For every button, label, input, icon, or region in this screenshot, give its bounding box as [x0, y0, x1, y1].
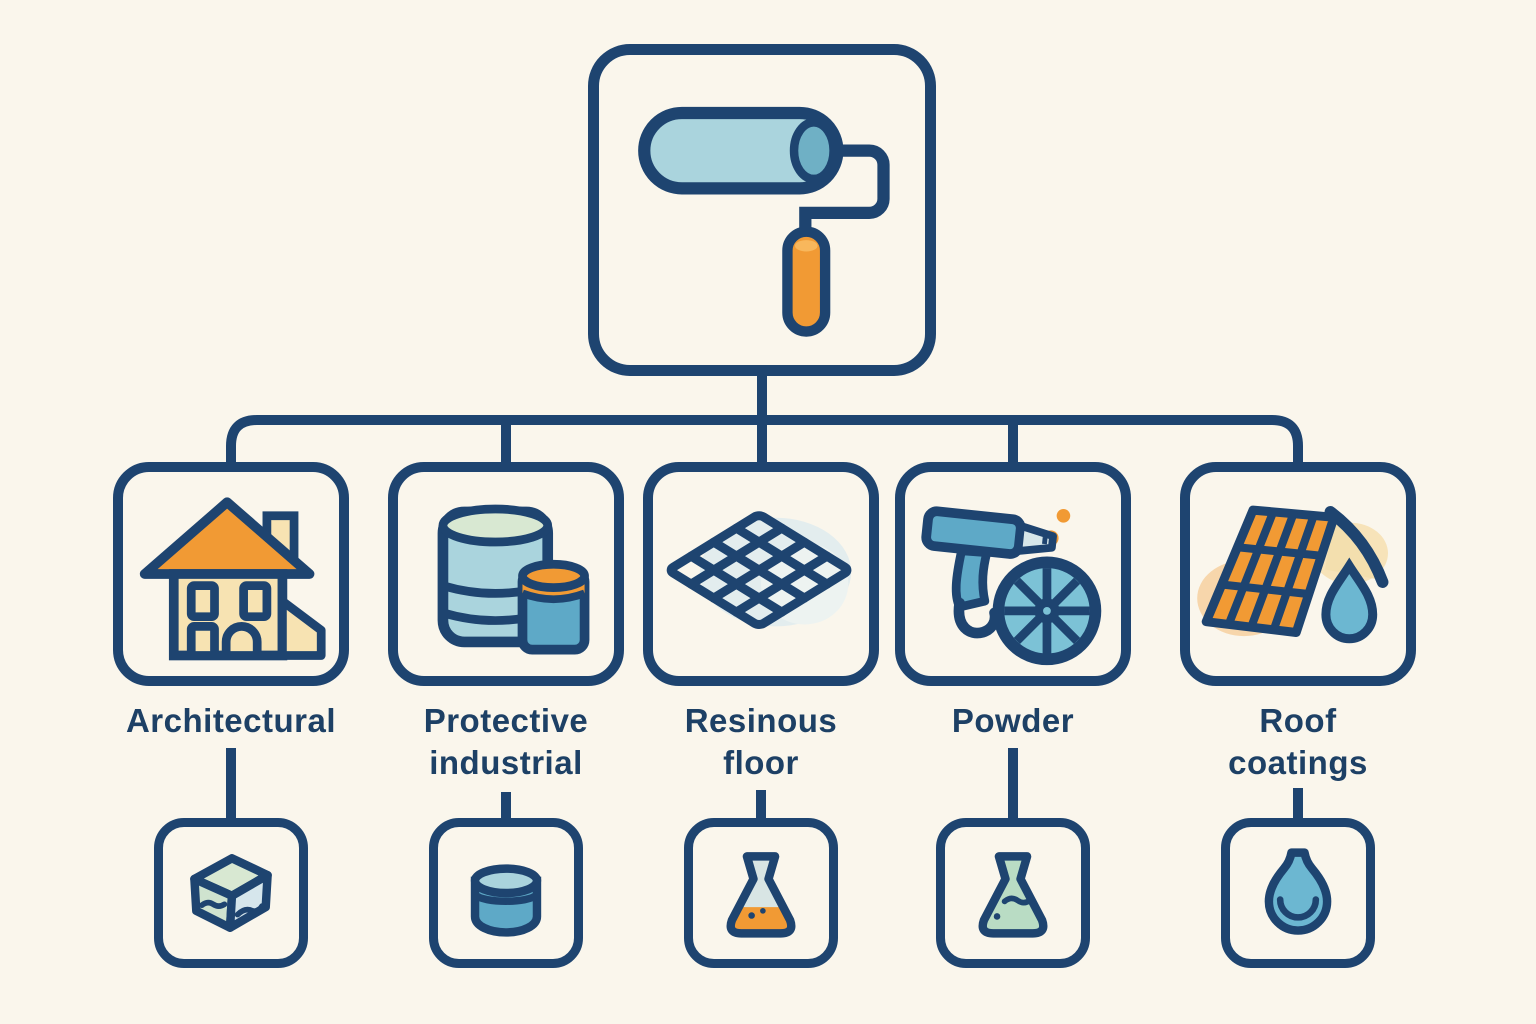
- flask-orange-icon: [726, 852, 796, 938]
- subnode-brick: [154, 818, 308, 968]
- industrial-drums-icon: [437, 504, 590, 655]
- node-architectural: [113, 462, 349, 686]
- spray-gun-wheel-icon: [921, 506, 1102, 666]
- node-label-roof-coatings: Roof coatings: [1228, 702, 1368, 782]
- node-label-architectural: Architectural: [125, 702, 337, 739]
- node-root-paint: [588, 44, 936, 376]
- node-label-protective-industrial: Protective industrial: [423, 702, 589, 782]
- brick-block-icon: [190, 854, 272, 932]
- water-drop-icon: [1264, 848, 1332, 935]
- node-label-resinous-floor: Resinous floor: [684, 702, 838, 782]
- tile-floor-icon: [659, 477, 863, 671]
- subnode-flask-green: [936, 818, 1090, 968]
- node-label-powder: Powder: [951, 702, 1075, 739]
- roof-water-drop-icon: [1197, 505, 1389, 644]
- node-roof-coatings: [1180, 462, 1416, 686]
- connector-bus: [226, 415, 1303, 466]
- paint-roller-icon: [638, 106, 890, 337]
- subnode-flask-orange: [684, 818, 838, 968]
- subnode-water-drop: [1221, 818, 1375, 968]
- paint-tub-icon: [470, 864, 542, 937]
- node-resinous-floor: [643, 462, 879, 686]
- node-powder: [895, 462, 1131, 686]
- house-icon: [139, 497, 326, 661]
- node-protective-industrial: [388, 462, 624, 686]
- subnode-paint-tub: [429, 818, 583, 968]
- flask-green-icon: [978, 852, 1048, 938]
